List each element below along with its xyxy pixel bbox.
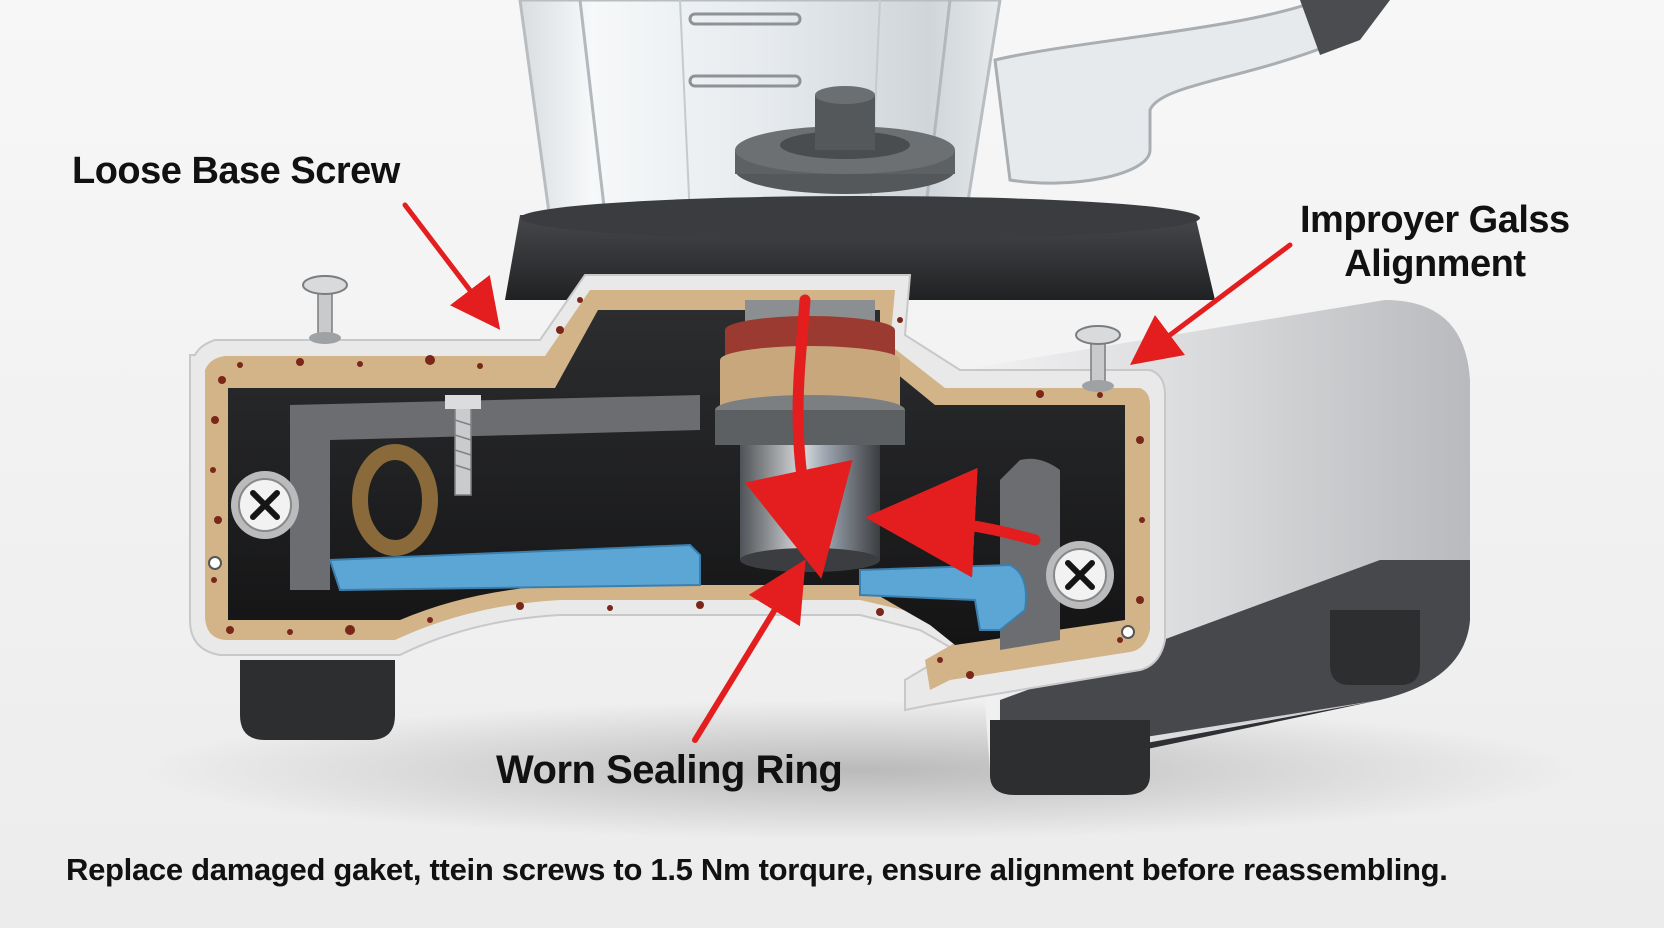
- arrow-loose-screw: [402, 202, 501, 330]
- side-screw-left: [231, 471, 299, 539]
- instruction-text: Replace damaged gaket, ttein screws to 1…: [66, 852, 1448, 887]
- arrow-motor-down: [744, 294, 853, 579]
- rubber-grommet: [352, 444, 438, 556]
- arrow-worn-ring: [692, 559, 806, 743]
- loose-base-screw: [302, 275, 348, 344]
- label-improper-alignment: Improyer Galss Alignment: [1300, 198, 1570, 286]
- label-loose-base-screw: Loose Base Screw: [72, 150, 400, 192]
- inner-bolt: [445, 395, 481, 496]
- side-screw-right: [1046, 541, 1114, 609]
- sealing-ring-gaskets: [328, 543, 1027, 631]
- label-improper-alignment-line1: Improyer Galss: [1300, 199, 1570, 241]
- rust-specks: [210, 297, 1145, 679]
- label-improper-alignment-line2: Alignment: [1344, 243, 1526, 285]
- label-worn-sealing-ring: Worn Sealing Ring: [496, 748, 843, 792]
- arrow-gasket-left: [865, 467, 1041, 578]
- rubber-feet: [240, 610, 1420, 795]
- housing-rivet-right: [1121, 625, 1135, 639]
- motor-assembly: [715, 300, 905, 572]
- floor-shadow: [140, 700, 1580, 840]
- annotation-arrows: [402, 202, 1293, 743]
- top-screw-right: [1075, 325, 1121, 392]
- blender-jar: [518, 0, 1390, 222]
- arrow-alignment: [1130, 242, 1293, 365]
- housing-rivet-left: [208, 556, 222, 570]
